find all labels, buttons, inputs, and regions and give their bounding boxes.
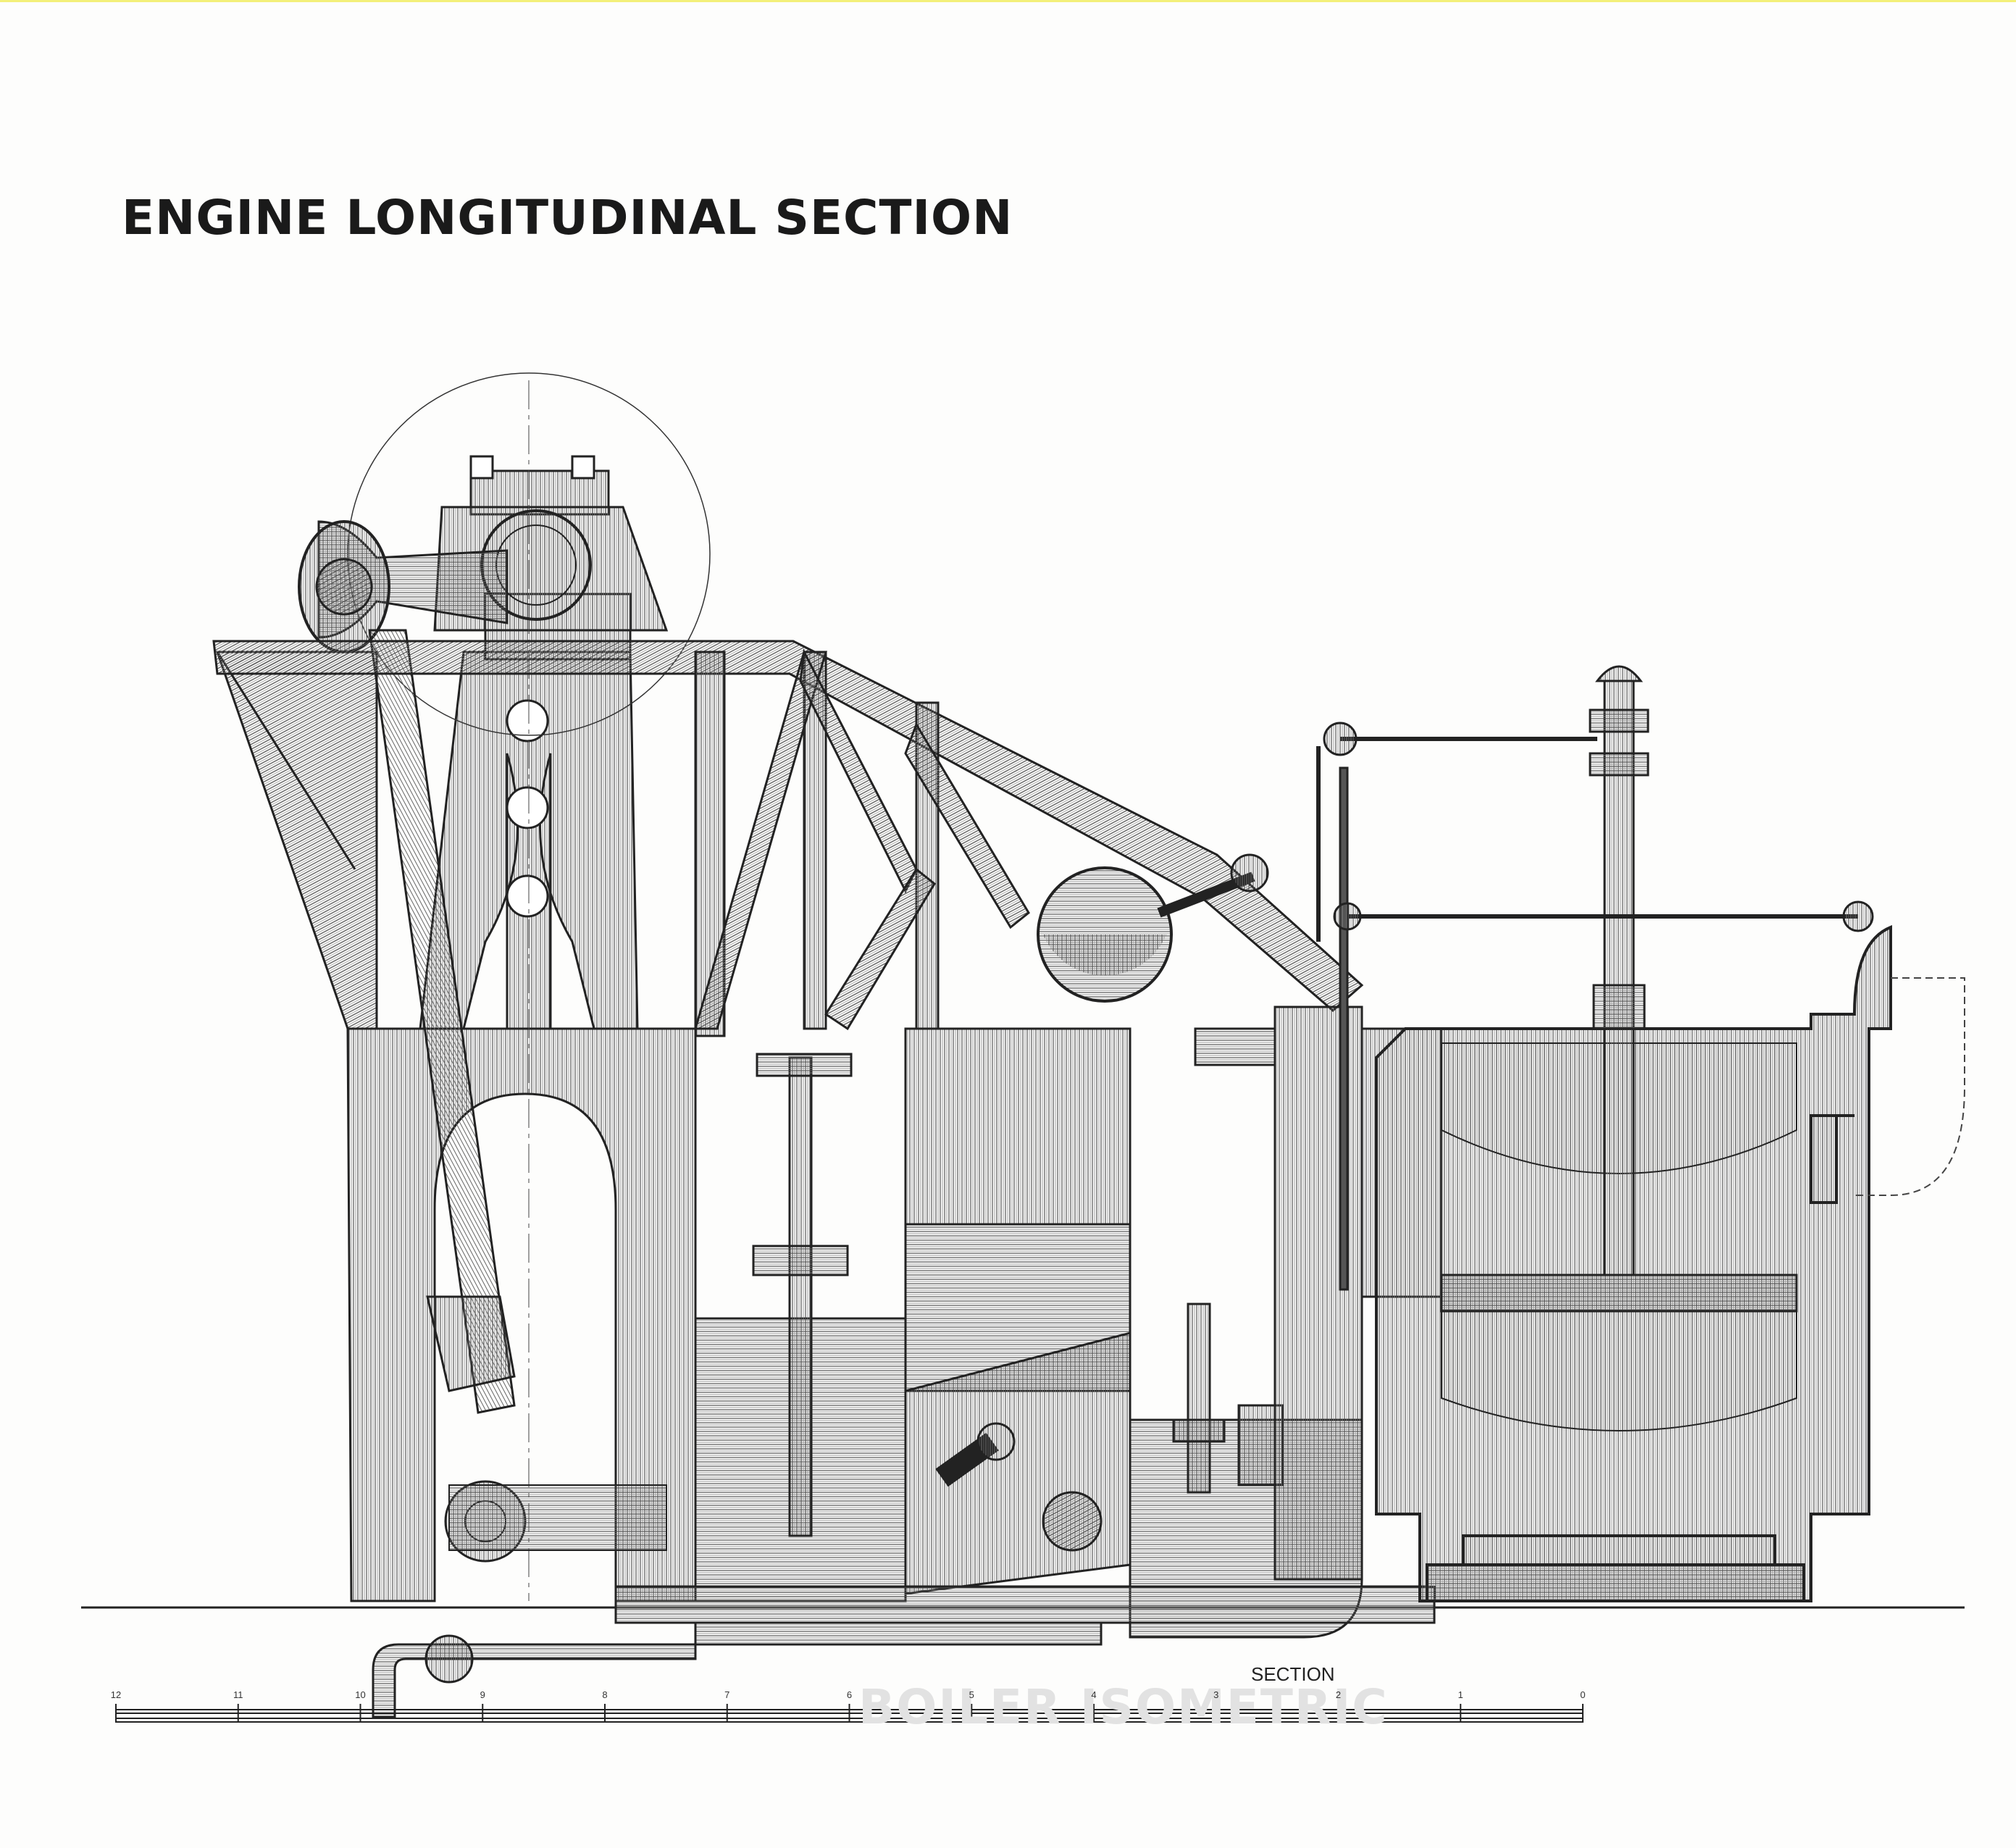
scale-tick-label: 8 xyxy=(602,1689,608,1700)
scale-tick-label: 2 xyxy=(1335,1689,1342,1700)
middle-cylinder xyxy=(614,1027,1436,1646)
section-label: SECTION xyxy=(1251,1663,1335,1685)
connecting-rod xyxy=(368,629,516,1414)
scale-tick-label: 10 xyxy=(355,1689,366,1700)
ghost-background-title: BOILER ISOMETRIC xyxy=(858,1679,1389,1735)
scale-tick-label: 9 xyxy=(480,1689,485,1700)
scale-ticks xyxy=(115,1704,1584,1722)
scale-tick-label: 12 xyxy=(110,1689,122,1700)
drain-pipe xyxy=(372,1634,697,1718)
page-title: ENGINE LONGITUDINAL SECTION xyxy=(122,190,1013,246)
scale-tick-label: 11 xyxy=(233,1689,243,1700)
scale-tick-label: 3 xyxy=(1213,1689,1219,1700)
top-truss xyxy=(212,640,1364,1037)
scale-tick-label: 7 xyxy=(724,1689,730,1700)
scale-tick-label: 4 xyxy=(1091,1689,1097,1700)
top-edge-band xyxy=(0,0,2016,2)
dashed-pipe xyxy=(1854,977,1965,1196)
scale-tick-label: 1 xyxy=(1457,1689,1463,1700)
linkage-rods xyxy=(1316,737,1858,942)
piston-rod xyxy=(1589,665,1649,1276)
scale-tick-label: 6 xyxy=(846,1689,853,1700)
scale-tick-label: 0 xyxy=(1580,1689,1586,1700)
scale-tick-label: 5 xyxy=(969,1689,974,1700)
